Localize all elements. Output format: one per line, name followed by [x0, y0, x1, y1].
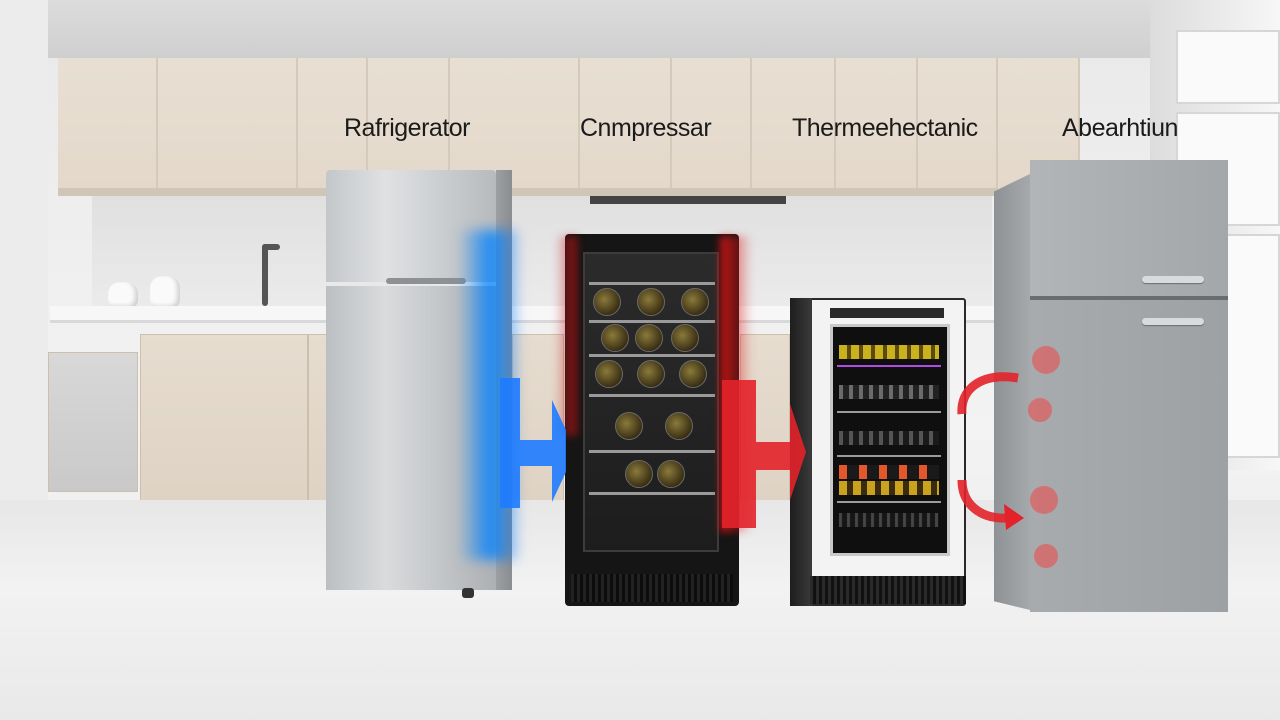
upper-cabinet: [752, 58, 836, 192]
compressor-label: Cnmpressar: [580, 114, 712, 142]
warm-glow-spots: [1028, 346, 1060, 568]
fridge-handle: [1142, 318, 1204, 325]
countertop: [50, 306, 1000, 323]
beverage-cooler: [790, 298, 966, 606]
hot-glow: [555, 236, 577, 436]
cooler-base-vent: [810, 576, 966, 604]
refrigerator-label: Rafrigerator: [344, 114, 471, 142]
upper-cabinet: [298, 58, 368, 192]
fridge-door: [1030, 300, 1228, 612]
fridge-foot: [462, 588, 474, 598]
upper-cabinet: [158, 58, 298, 192]
cooler-glass-window: [830, 324, 950, 556]
glass-door: [583, 252, 719, 552]
upper-cabinet: [836, 58, 918, 192]
faucet: [262, 244, 268, 306]
cold-flow-arrow: [500, 378, 566, 508]
hot-curve-arrow: [957, 372, 1019, 523]
large-steel-refrigerator: [994, 160, 1230, 612]
lower-cabinet: [48, 352, 138, 492]
faucet-spout: [262, 244, 280, 250]
lower-cabinet: [140, 334, 308, 528]
freezer-handle: [1142, 276, 1204, 283]
bottom-vent: [571, 574, 733, 602]
absorption-label: Abearhtiun: [1062, 114, 1178, 142]
white-vase: [150, 276, 180, 308]
fridge-handle: [386, 278, 466, 284]
upper-cabinet: [58, 58, 158, 192]
thermoelectric-label: Thermeehectanic: [792, 114, 978, 142]
upper-cabinet: [580, 58, 672, 192]
ceiling: [0, 0, 1280, 58]
glass-door-wine-fridge: [565, 234, 739, 606]
hot-curve-arrowhead: [1004, 504, 1024, 530]
hot-flow-arrow: [722, 380, 806, 528]
upper-cabinet: [918, 58, 998, 192]
range-hood: [590, 196, 786, 204]
white-vase: [108, 282, 138, 308]
upper-cabinet: [672, 58, 752, 192]
upper-cabinet: [368, 58, 450, 192]
backsplash: [92, 196, 992, 308]
fridge-side-panel: [994, 174, 1030, 610]
upper-cabinet: [450, 58, 580, 192]
left-wall: [0, 0, 48, 500]
cooler-control-bar: [830, 308, 944, 318]
cabinet-shadow: [58, 188, 998, 196]
